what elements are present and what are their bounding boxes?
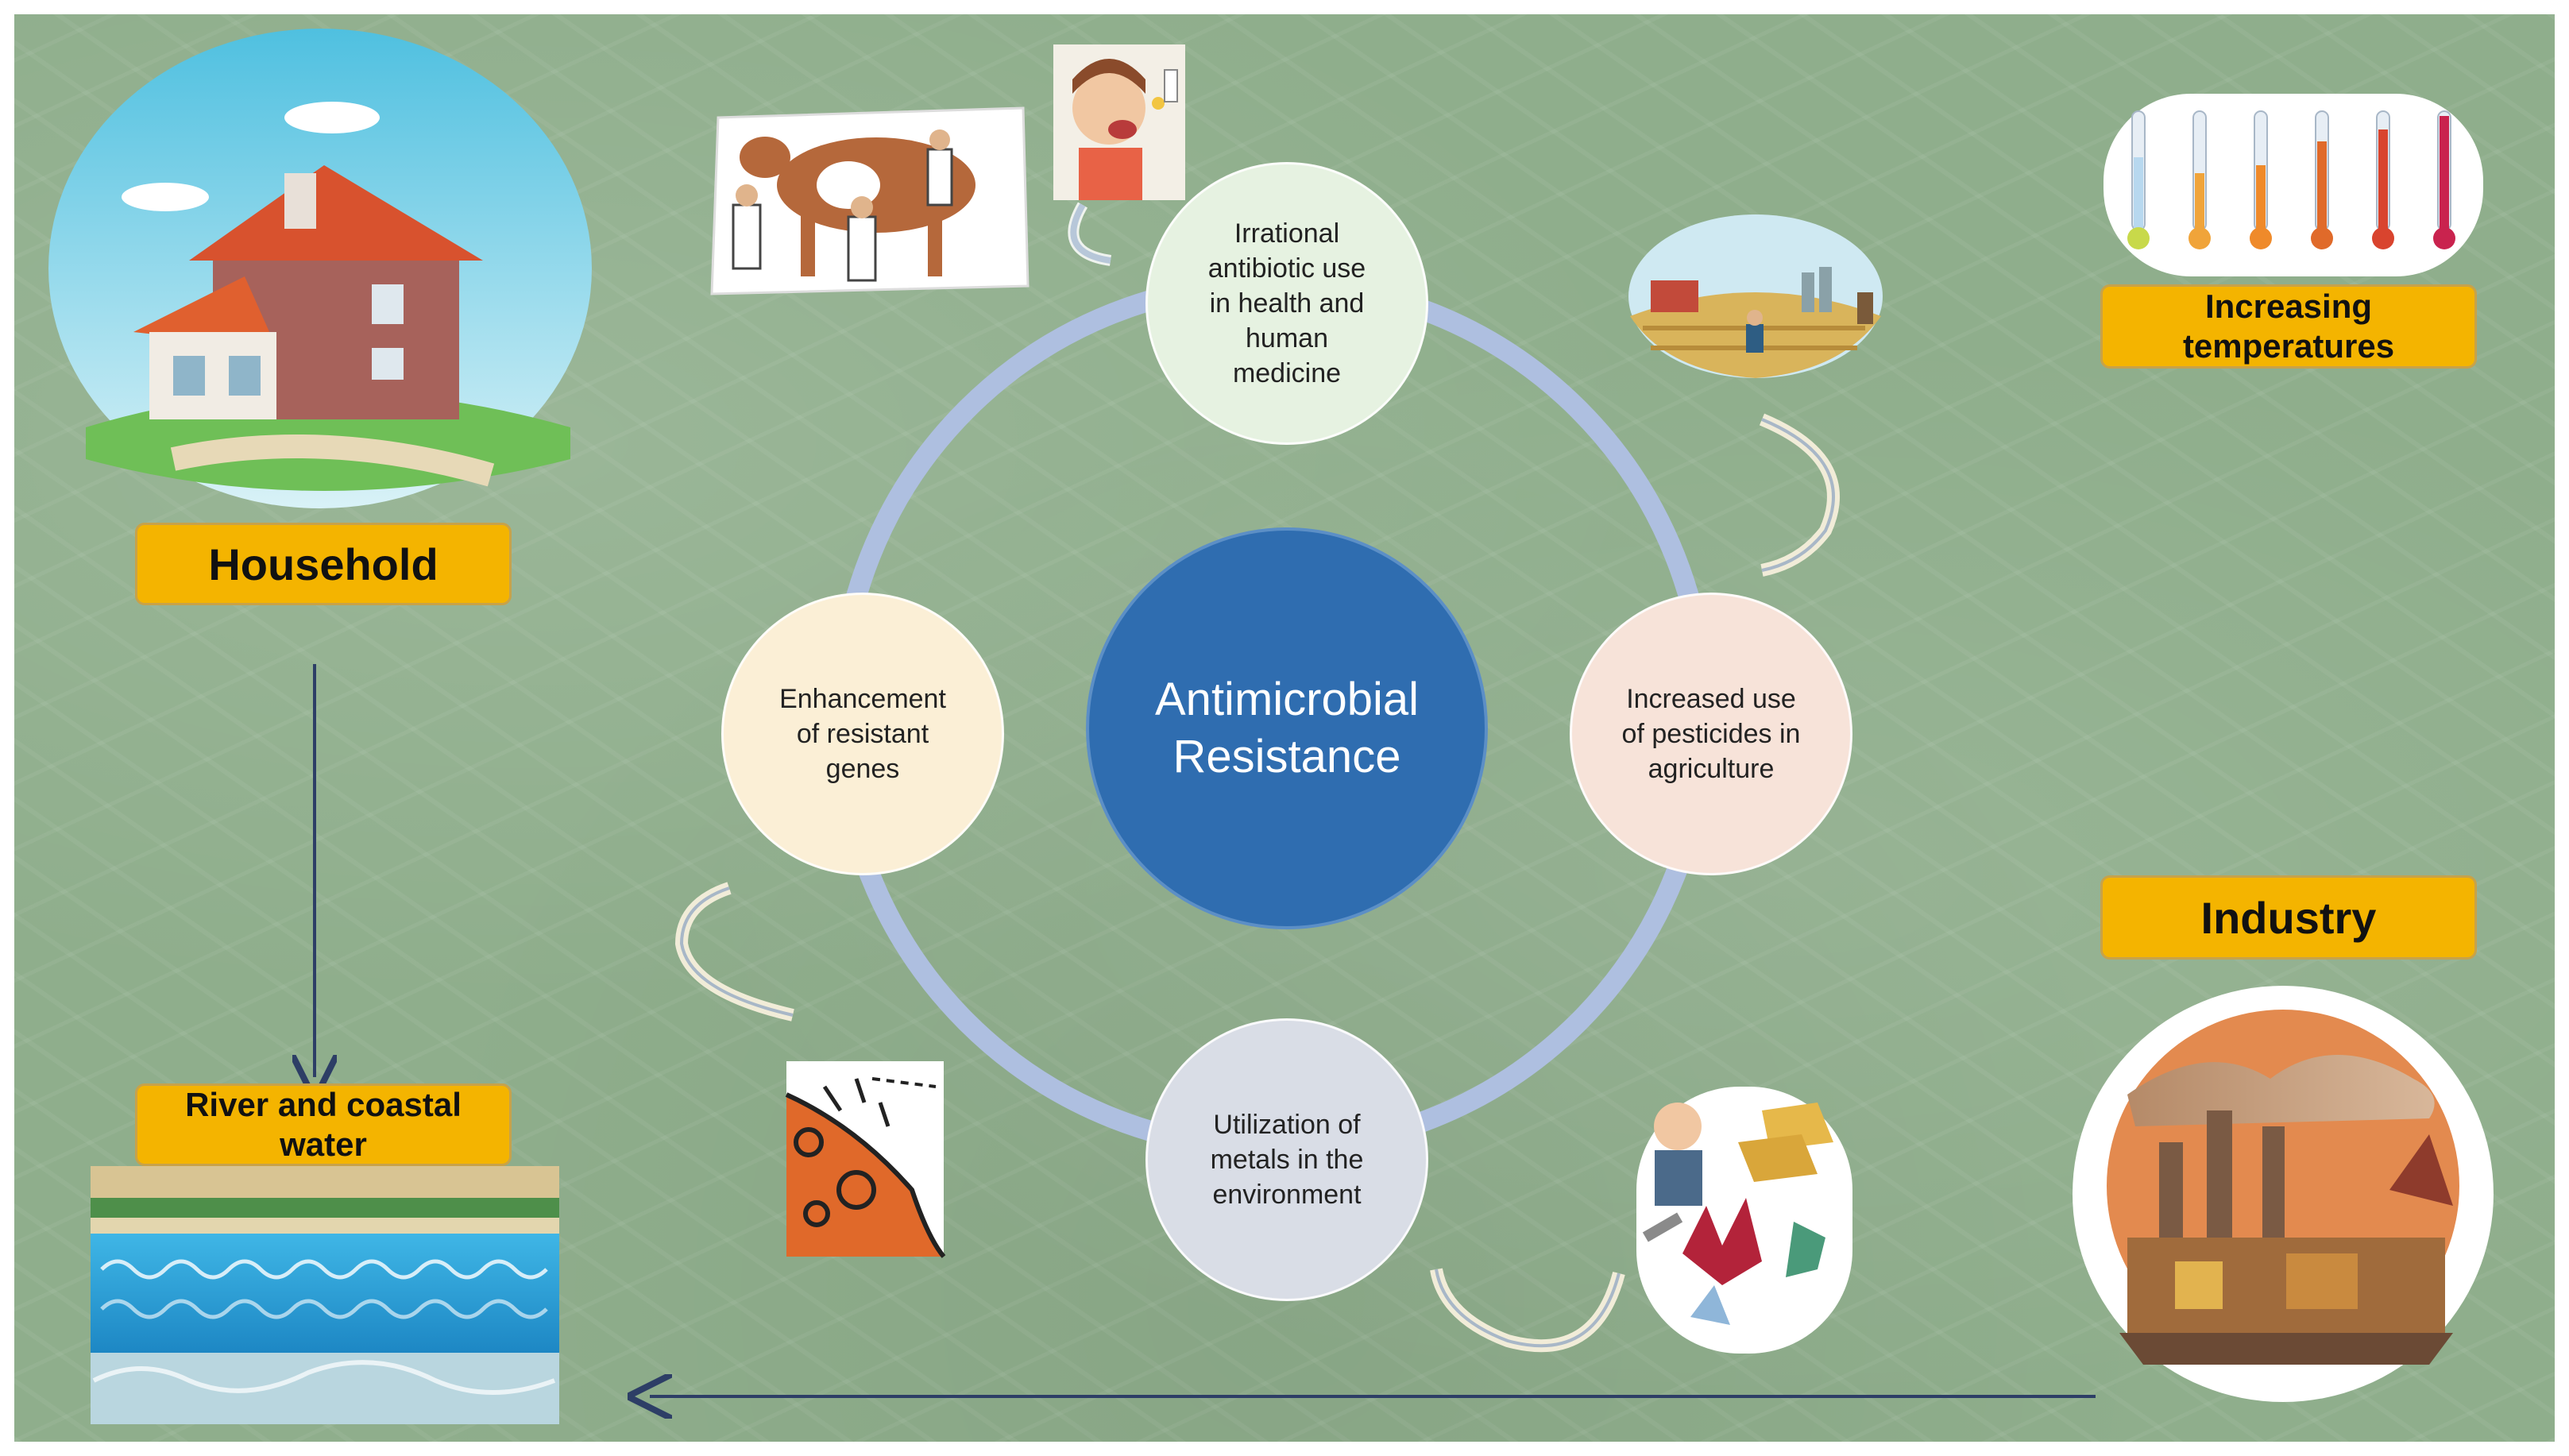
temperature-label: Increasing temperatures: [2100, 284, 2477, 369]
node-pesticides-agriculture-label: Increased use of pesticides in agricultu…: [1621, 684, 1801, 784]
node-irrational-antibiotic-use: Irrational antibiotic use in health and …: [1145, 162, 1428, 445]
curved-arrow-icon: [1761, 418, 1835, 572]
curved-arrow-icon: [1435, 1269, 1621, 1348]
node-metals-environment-label: Utilization of metals in the environment: [1210, 1110, 1364, 1210]
river-label: River and coastal water: [135, 1083, 512, 1166]
bacteria-cell-illustration: [785, 1061, 946, 1258]
medicine-intake-illustration: [1053, 44, 1185, 200]
curved-arrow-icon: [1430, 1268, 1625, 1353]
curved-arrow-icon: [1070, 203, 1111, 264]
thermometers-illustration: [2103, 94, 2483, 276]
center-antimicrobial-resistance: Antimicrobial Resistance: [1086, 527, 1488, 929]
river-water-illustration: [91, 1166, 559, 1424]
diagram-canvas: Irrational antibiotic use in health and …: [14, 14, 2555, 1442]
curved-arrow-icon: [679, 886, 794, 1017]
house-illustration: [48, 29, 592, 508]
node-irrational-antibiotic-use-label: Irrational antibiotic use in health and …: [1207, 218, 1366, 388]
metals-minerals-illustration: [1636, 1087, 1852, 1354]
household-label: Household: [135, 523, 512, 605]
node-metals-environment: Utilization of metals in the environment: [1145, 1018, 1428, 1301]
industry-label: Industry: [2100, 875, 2477, 960]
node-resistant-genes: Enhancement of resistant genes: [721, 593, 1004, 875]
cow-veterinary-illustration: [710, 106, 1030, 295]
diagram-graphics: [48, 29, 2494, 1424]
factory-illustration: [2073, 986, 2494, 1402]
curved-arrow-icon: [1759, 413, 1840, 577]
center-label: Antimicrobial Resistance: [1155, 674, 1419, 782]
node-resistant-genes-label: Enhancement of resistant genes: [779, 684, 946, 784]
farm-field-illustration: [1628, 214, 1883, 378]
node-pesticides-agriculture: Increased use of pesticides in agricultu…: [1570, 593, 1852, 875]
